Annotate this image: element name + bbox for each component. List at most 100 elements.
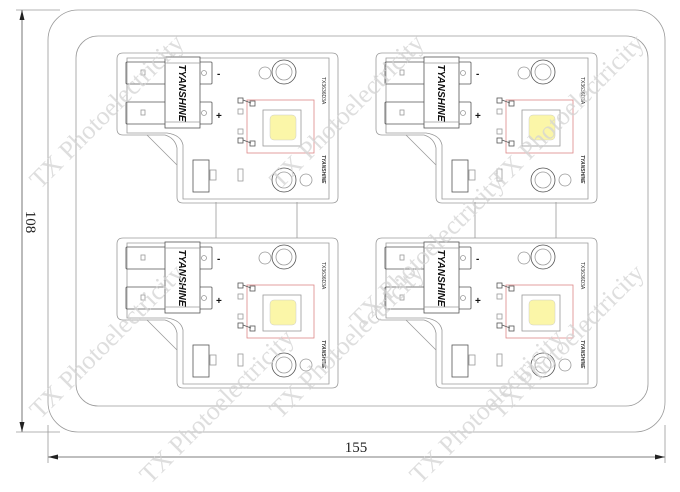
minus-sign: - [217,254,220,265]
small-hole [558,358,572,372]
brand-label: TYANSHINE [176,249,187,306]
solder-pad [496,97,503,104]
solder-pad [249,100,256,107]
tab-hole [201,295,207,301]
mounting-hole [530,244,556,270]
wire-connector [192,159,210,193]
mounting-hole-inner [534,248,552,266]
model-label: TX3636D3A [579,262,585,290]
led-chip [269,299,297,326]
solder-pad [508,285,515,292]
solder-pad [237,293,244,300]
brand-label-box [164,56,201,129]
module-outline [375,52,598,204]
solder-pad [496,137,503,144]
solder-pad [496,293,503,300]
small-brand-label: TYANSHINE [320,155,326,184]
wire-connector [192,344,210,378]
component-pad [237,168,244,182]
plus-sign: + [475,296,481,307]
solder-pad [237,137,244,144]
small-brand-label: TYANSHINE [579,340,585,369]
solder-pad [237,97,244,104]
tab-hole [460,295,466,301]
mounting-hole [530,167,556,193]
component-pad [496,353,503,367]
small-hole [258,66,272,80]
mounting-hole-inner [534,171,552,189]
solder-pad [496,282,503,289]
tab-hole [460,110,466,116]
mounting-hole-inner [275,171,293,189]
solder-pad [496,128,503,135]
small-brand-label: TYANSHINE [320,340,326,369]
module-inner-outline [385,57,589,200]
plus-sign: + [216,111,222,122]
wire-connector [451,344,469,378]
module-inner-outline [385,242,589,385]
connector-pad [468,354,476,366]
led-chip [269,114,297,141]
chamfer-line [146,134,178,166]
chamfer-line [146,319,178,351]
tab-hole [460,255,466,261]
mounting-hole-inner [534,63,552,81]
watermark-text: TX Photoelectricity [24,258,190,424]
chamfer-line [405,319,437,351]
model-label: TX3636D3A [320,77,326,105]
module-inner-outline [126,242,330,385]
led-modules: TYANSHINE - + TX3636D3A TYANSHINE TYANSHINE - +… [116,52,598,389]
brand-label: TYANSHINE [435,249,446,306]
tab-hole [460,70,466,76]
tab-hole [140,109,146,116]
solder-pad [237,128,244,135]
solder-pad [496,322,503,329]
minus-sign: - [476,69,479,80]
outer-board-outline [47,9,666,433]
minus-sign: - [217,69,220,80]
led-chip [528,114,556,141]
led-frame [246,99,315,154]
mounting-hole-inner [534,356,552,374]
solder-pad [508,325,515,332]
tab-hole [201,110,207,116]
small-hole [517,251,531,265]
small-hole [299,173,313,187]
led-module: TYANSHINE - + TX3636D3A TYANSHINE [116,52,339,204]
connector-pad [468,169,476,181]
plus-sign: + [216,296,222,307]
solder-pad [508,100,515,107]
solder-pad [496,313,503,320]
tab-hole [140,254,146,261]
tab-hole [399,254,405,261]
mounting-hole [530,352,556,378]
brand-label: TYANSHINE [435,64,446,121]
tab-hole [201,70,207,76]
height-dimension: 108 [16,9,60,433]
brand-label: TYANSHINE [176,64,187,121]
tab-hole [140,69,146,76]
inner-board-outline [75,35,649,407]
small-hole [517,66,531,80]
solder-pad [237,313,244,320]
mounting-hole [271,167,297,193]
module-outline [116,52,339,204]
led-substrate [521,109,561,147]
solder-pad [249,285,256,292]
chamfer-line [405,134,437,166]
mounting-hole [271,352,297,378]
tab-hole [399,294,405,301]
connector-pad [209,169,217,181]
led-substrate [521,294,561,332]
height-label: 108 [22,211,38,234]
small-brand-label: TYANSHINE [579,155,585,184]
brand-label-box [164,241,201,314]
solder-pad [496,108,503,115]
solder-pad [237,322,244,329]
width-label: 155 [345,440,368,456]
led-frame [505,99,574,154]
small-hole [558,173,572,187]
connector-pad [209,354,217,366]
